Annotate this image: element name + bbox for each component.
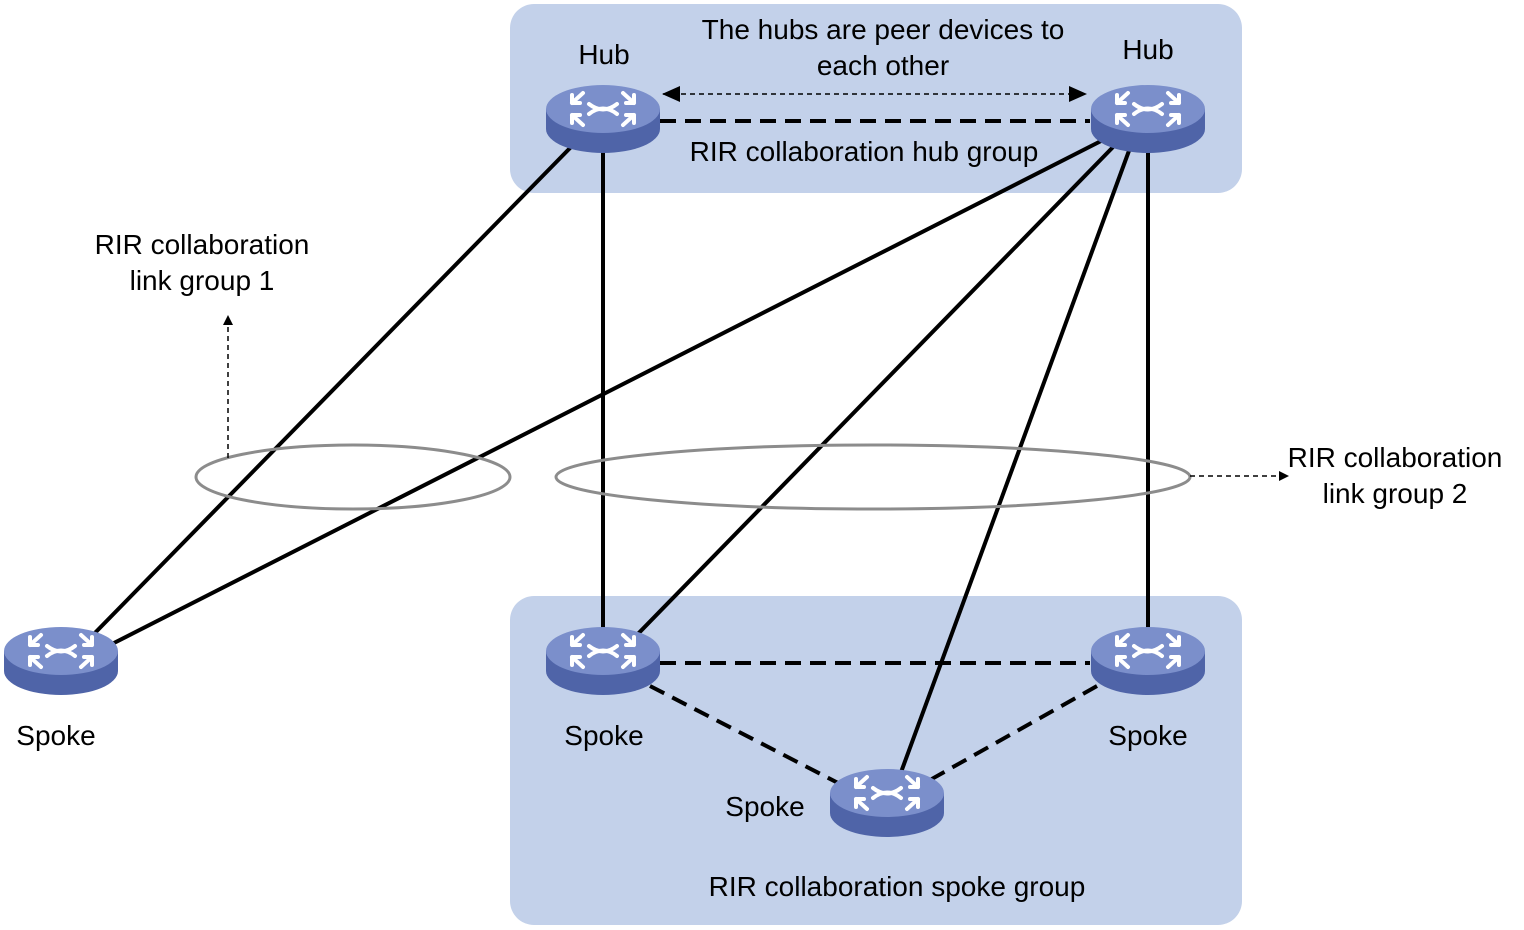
link-hub-right-to-spoke-left [630,143,1117,642]
link-hub-left-to-spoke-far-left [86,144,574,642]
solid-links [86,122,1150,776]
spoke-bottom-label: Spoke [725,791,804,822]
router-icon [1089,83,1207,155]
peer-note-line2: each other [817,50,949,81]
peer-note-line1: The hubs are peer devices to [702,14,1065,45]
spoke-right-label: Spoke [1108,720,1187,751]
link-group-1-label-line2: link group 1 [130,265,275,296]
router-icon [544,83,662,155]
router-icon [2,625,120,697]
router-icon [828,767,946,839]
link-group-1-label-line1: RIR collaboration [95,229,310,260]
hub-left-label: Hub [578,39,629,70]
hub-right-label: Hub [1122,34,1173,65]
hub-group-label: RIR collaboration hub group [690,136,1039,167]
router-icon [544,625,662,697]
spoke-group-label: RIR collaboration spoke group [709,871,1086,902]
spoke-group-area [510,596,1242,925]
spoke-left-label: Spoke [564,720,643,751]
dashed-links [649,119,1098,786]
link-group-2-ellipse [554,443,1192,511]
link-hub-right-to-spoke-bottom [898,147,1132,776]
spoke-far-left-label: Spoke [16,720,95,751]
dashed-spoke-left-to-spoke-bottom [649,684,841,786]
link-group-2-label-line2: link group 2 [1323,478,1468,509]
link-group-2-label-line1: RIR collaboration [1288,442,1503,473]
dashed-spoke-right-to-spoke-bottom [929,684,1098,782]
link-group-1-ellipse [194,443,512,511]
link-hub-right-to-spoke-far-left [109,138,1104,647]
router-icon [1089,625,1207,697]
